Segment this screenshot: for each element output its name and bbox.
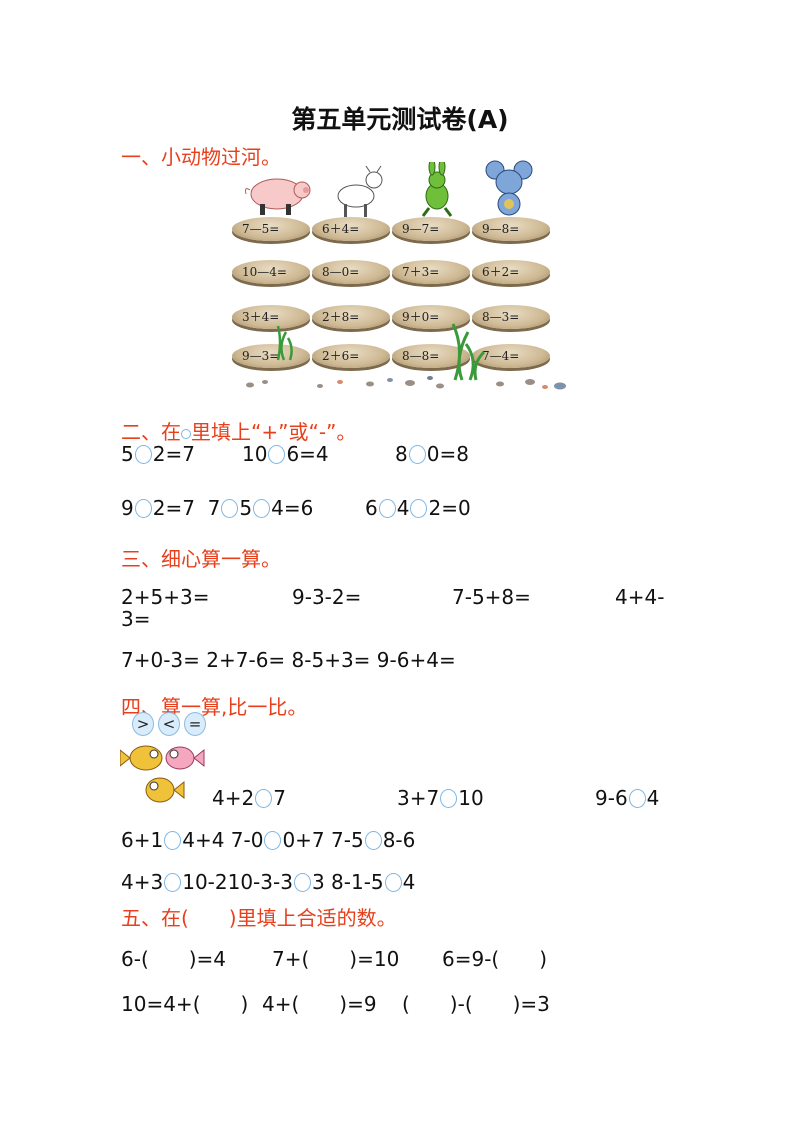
riverbed-decoration (246, 323, 566, 390)
part5-q6: ( )-( )=3 (402, 992, 550, 1016)
section-1-heading: 一、小动物过河。 (121, 145, 281, 169)
river-crossing-illustration: 7—5=6＋4=9—7=9—8= 10—4=8—0=7＋3=6＋2= 3＋4=2＋8… (230, 160, 575, 395)
circle-icon (181, 429, 191, 439)
part3-q3: 7-5+8= (452, 585, 531, 609)
compare-circle[interactable] (628, 789, 646, 808)
part3-row2: 7+0-3= 2+7-6= 8-5+3= 9-6+4= (121, 648, 456, 672)
stepping-stone: 9—3= (232, 344, 310, 368)
fish-icon (120, 745, 205, 803)
part3-q4: 4+4- (615, 585, 665, 609)
part3-q2: 9-3-2= (292, 585, 362, 609)
goat-icon (337, 165, 383, 217)
stepping-stone: 7—5= (232, 217, 310, 241)
equal-bubble: = (184, 712, 206, 736)
section-3-heading: 三、细心算一算。 (121, 547, 281, 571)
stepping-stone: 9＋0= (392, 305, 470, 329)
compare-circle[interactable] (164, 873, 182, 892)
stepping-stone: 6＋2= (472, 260, 550, 284)
stepping-stone: 6＋4= (312, 217, 390, 241)
less-than-bubble: < (158, 712, 180, 736)
stepping-stone: 9—8= (472, 217, 550, 241)
stepping-stone: 9—7= (392, 217, 470, 241)
part3-q4-wrap: 3= (121, 607, 151, 631)
stepping-stone: 7＋3= (392, 260, 470, 284)
answer-circle[interactable] (134, 445, 152, 464)
stepping-stone: 8—3= (472, 305, 550, 329)
stepping-stone: 8—0= (312, 260, 390, 284)
part5-q4: 10=4+( ) (121, 992, 249, 1016)
answer-circle[interactable] (408, 445, 426, 464)
part5-q2: 7+( )=10 (272, 947, 400, 971)
answer-circle[interactable] (410, 499, 428, 518)
compare-circle[interactable] (164, 831, 182, 850)
answer-circle[interactable] (221, 499, 239, 518)
page-title: 第五单元测试卷(A) (291, 105, 509, 134)
stepping-stone: 10—4= (232, 260, 310, 284)
pig-icon (245, 178, 311, 215)
stepping-stone: 8—8= (392, 344, 470, 368)
part5-q3: 6=9-( ) (442, 947, 548, 971)
stepping-stone: 3＋4= (232, 305, 310, 329)
part5-q5: 4+( )=9 (262, 992, 377, 1016)
answer-circle[interactable] (134, 499, 152, 518)
compare-circle[interactable] (440, 789, 458, 808)
compare-circle[interactable] (293, 873, 311, 892)
stepping-stone: 2＋6= (312, 344, 390, 368)
part5-q1: 6-( )=4 (121, 947, 227, 971)
section-5-heading: 五、在( )里填上合适的数。 (121, 906, 397, 930)
mouse-icon (485, 160, 533, 216)
compare-circle[interactable] (264, 831, 282, 850)
rabbit-icon (421, 162, 453, 217)
section-4-heading: 四、算一算,比一比。 (121, 695, 308, 719)
greater-than-bubble: > (132, 712, 154, 736)
compare-circle[interactable] (364, 831, 382, 850)
compare-circle[interactable] (384, 873, 402, 892)
fish-illustration: > < = (120, 712, 212, 812)
answer-circle[interactable] (253, 499, 271, 518)
part3-q1: 2+5+3= (121, 585, 210, 609)
section-2-heading: 二、在里填上“+”或“-”。 (121, 420, 357, 444)
answer-circle[interactable] (378, 499, 396, 518)
stepping-stone: 7—4= (472, 344, 550, 368)
stepping-stone: 2＋8= (312, 305, 390, 329)
answer-circle[interactable] (268, 445, 286, 464)
compare-circle[interactable] (255, 789, 273, 808)
